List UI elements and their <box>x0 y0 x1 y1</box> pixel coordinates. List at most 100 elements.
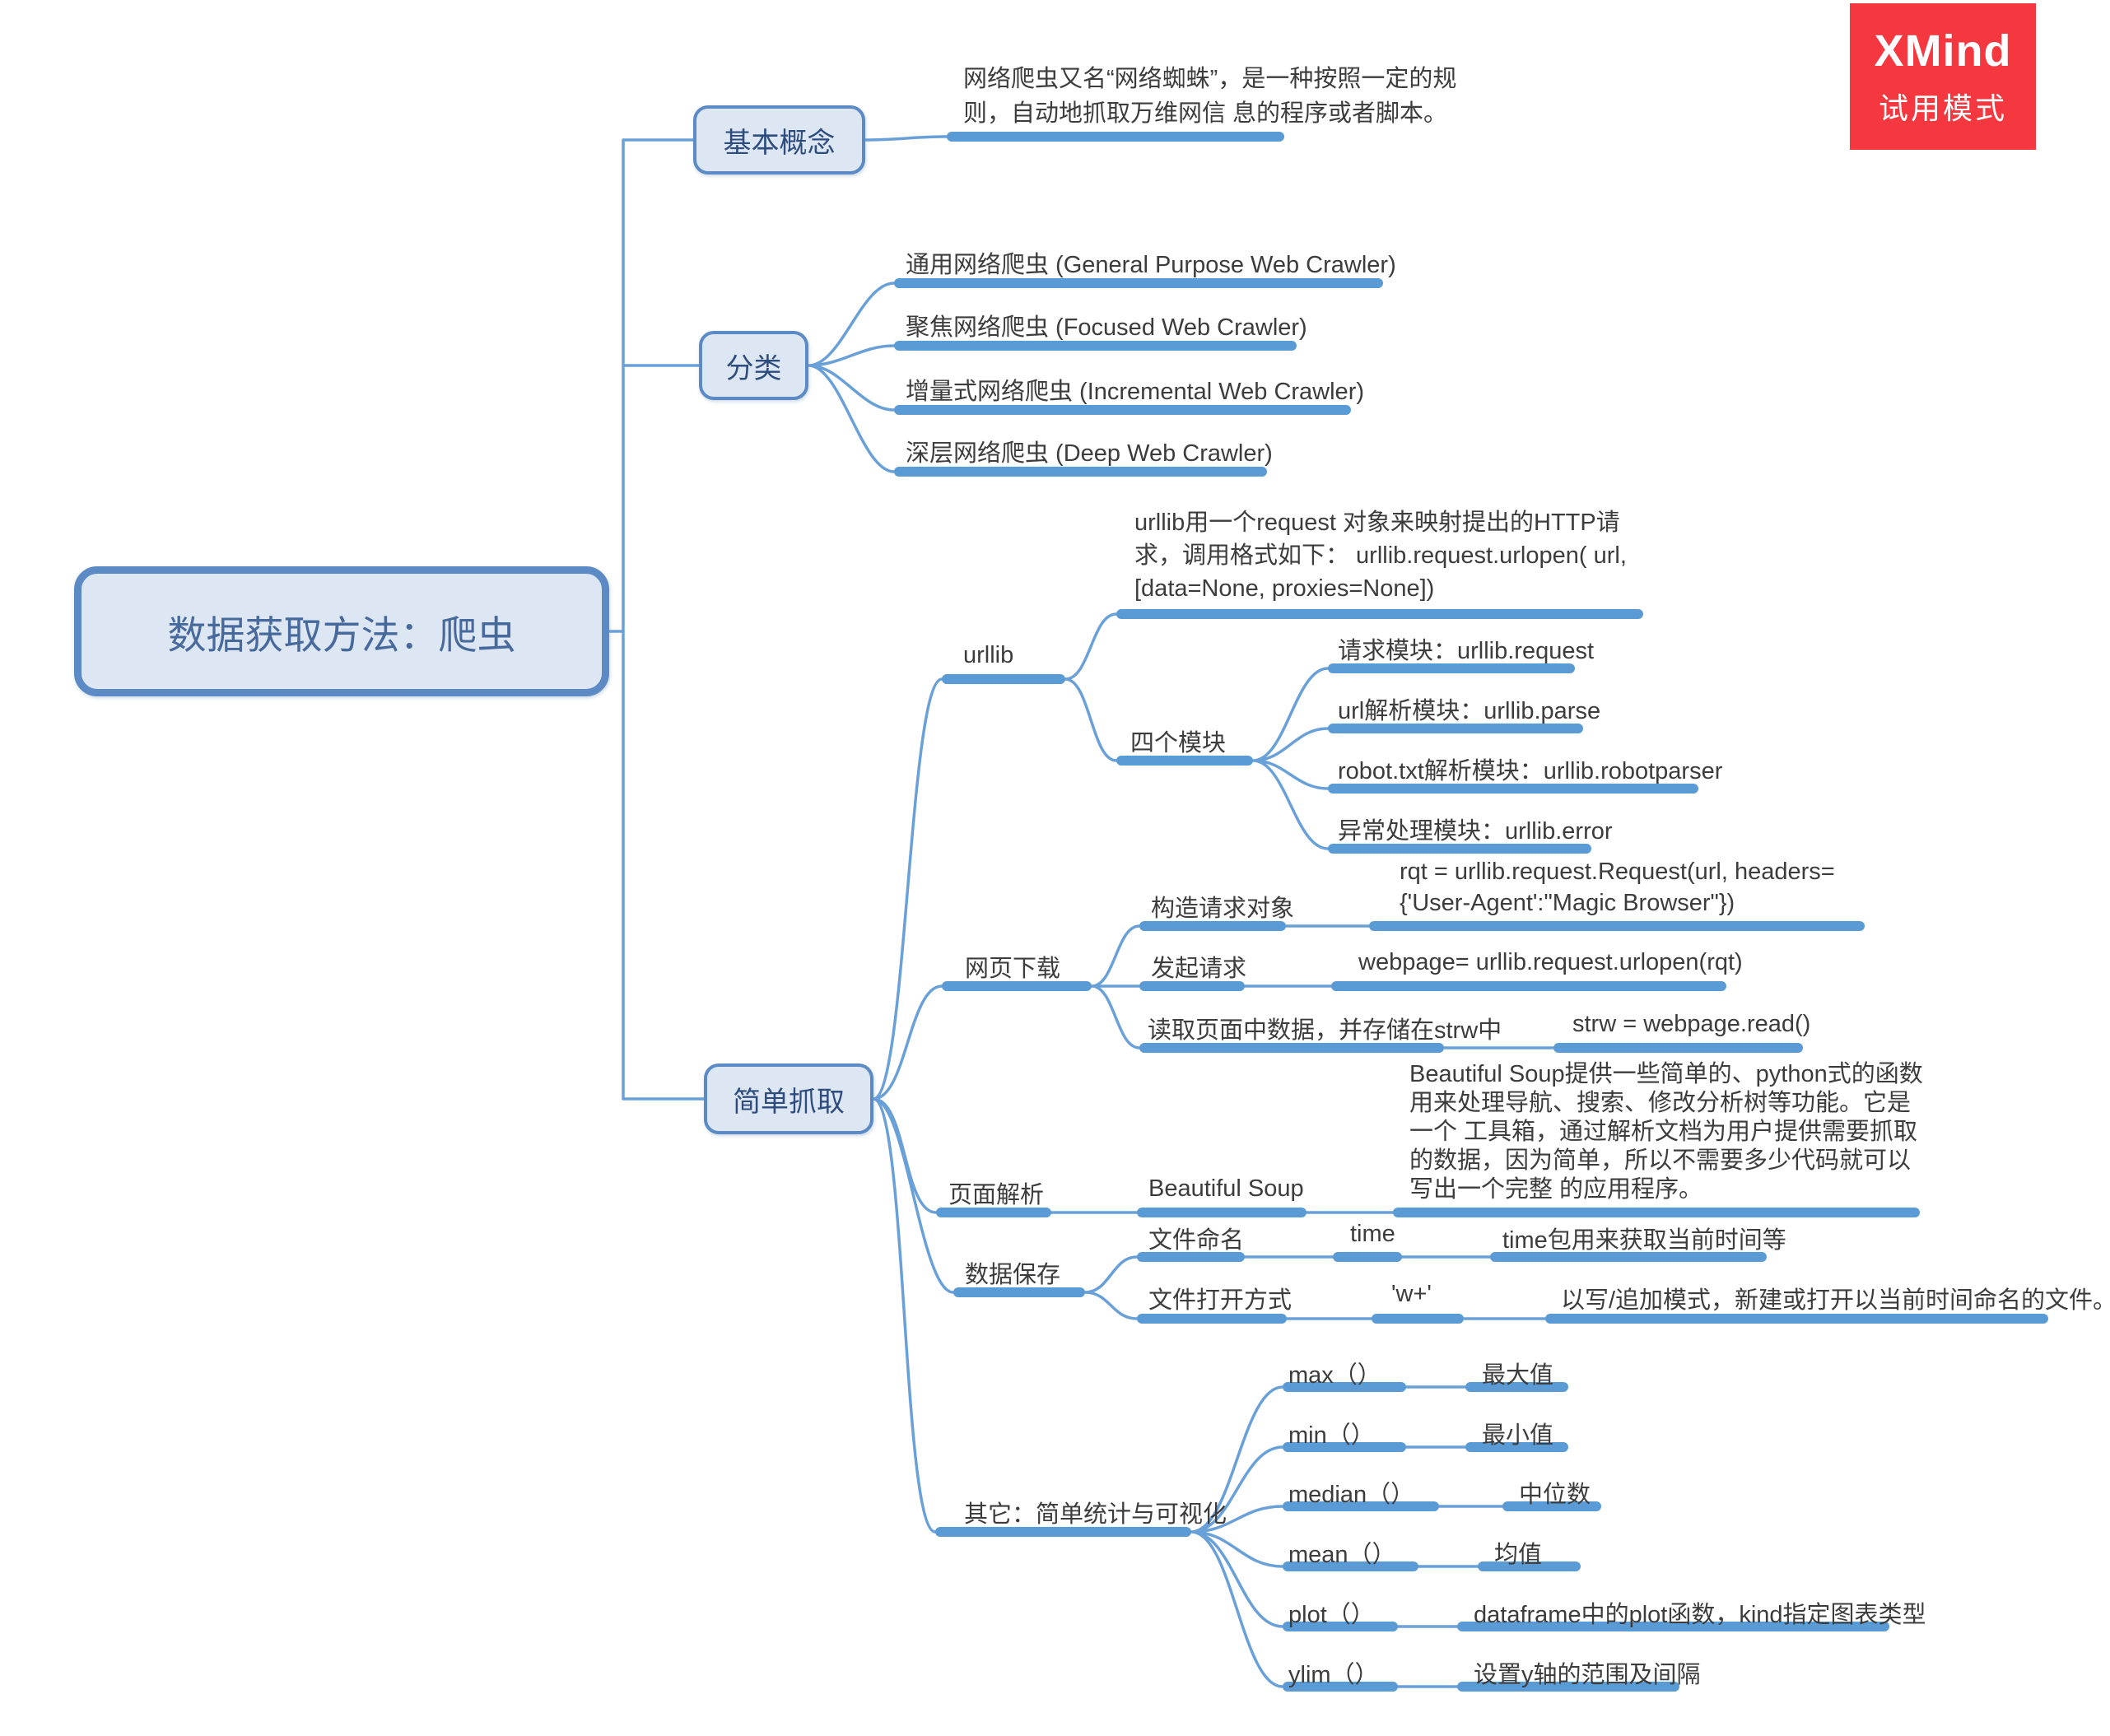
topic-page-parse[interactable]: 页面解析 <box>948 1182 1045 1208</box>
stat-fn-plot[interactable]: plot（） <box>1288 1602 1375 1628</box>
branch-underline-page-parse <box>936 1208 1051 1217</box>
branch-underline-time <box>1333 1252 1402 1262</box>
stat-fn-min[interactable]: min（） <box>1288 1422 1375 1449</box>
branch-underline-max <box>1283 1382 1406 1392</box>
branch-underline-basic-note <box>947 132 1284 142</box>
topic-classification[interactable]: 分类 <box>699 331 808 400</box>
branch-underline-module-1 <box>1328 663 1575 673</box>
stat-fn-median[interactable]: median（） <box>1288 1482 1415 1508</box>
connector-save-fan <box>1083 1255 1139 1320</box>
branch-underline-w-plus-desc <box>1545 1314 2048 1324</box>
classification-item-general[interactable]: 通用网络爬虫 (General Purpose Web Crawler) <box>906 252 1396 278</box>
desc-time[interactable]: time包用来获取当前时间等 <box>1502 1227 1786 1254</box>
topic-urllib[interactable]: urllib <box>963 642 1014 668</box>
topic-stats[interactable]: 其它：简单统计与可视化 <box>964 1501 1227 1528</box>
branch-underline-stats <box>935 1527 1191 1537</box>
code-send-request[interactable]: webpage= urllib.request.urlopen(rqt) <box>1358 949 1743 975</box>
stat-desc-mean[interactable]: 均值 <box>1494 1542 1543 1568</box>
connector-urllib-fan <box>1064 612 1118 762</box>
branch-underline-data-save <box>953 1287 1085 1297</box>
branch-underline-four-modules <box>1116 756 1253 766</box>
connector-basic-note <box>864 135 948 142</box>
branch-underline-w-plus <box>1372 1314 1464 1324</box>
stat-desc-plot[interactable]: dataframe中的plot函数，kind指定图表类型 <box>1474 1602 1926 1628</box>
value-time[interactable]: time <box>1350 1221 1395 1247</box>
note-urllib[interactable]: urllib用一个request 对象来映射提出的HTTP请求，调用格式如下： … <box>1134 510 1627 602</box>
topic-file-naming[interactable]: 文件命名 <box>1148 1227 1245 1254</box>
topic-basic-concept[interactable]: 基本概念 <box>693 105 865 175</box>
code-read-page[interactable]: strw = webpage.read() <box>1572 1011 1811 1037</box>
root-topic[interactable]: 数据获取方法：爬虫 <box>74 566 609 696</box>
module-item-robotparser[interactable]: robot.txt解析模块：urllib.robotparser <box>1338 758 1723 784</box>
branch-underline-module-3 <box>1328 784 1698 794</box>
desc-w-plus[interactable]: 以写/追加模式，新建或打开以当前时间命名的文件。 <box>1561 1287 2110 1314</box>
branch-underline-beautiful-soup <box>1137 1208 1307 1217</box>
branch-underline-read-page-code <box>1553 1043 1803 1053</box>
connector-download-fan <box>1090 924 1141 1050</box>
xmind-trial-watermark: XMind 试用模式 <box>1850 3 2036 150</box>
branch-underline-crawler-4 <box>894 467 1267 477</box>
note-basic-concept[interactable]: 网络爬虫又名“网络蜘蛛”，是一种按照一定的规则，自动地抓取万维网信 息的程序或者… <box>963 66 1457 127</box>
branch-underline-file-naming <box>1137 1252 1245 1262</box>
topic-four-modules[interactable]: 四个模块 <box>1130 730 1227 756</box>
branch-underline-mean <box>1283 1561 1418 1571</box>
branch-underline-send-request <box>1139 981 1245 991</box>
stat-desc-median[interactable]: 中位数 <box>1519 1482 1591 1508</box>
branch-underline-plot <box>1283 1622 1398 1631</box>
connector-stats-fan <box>1190 1385 1284 1688</box>
topic-webpage-download[interactable]: 网页下载 <box>965 956 1061 982</box>
topic-file-open-mode[interactable]: 文件打开方式 <box>1148 1287 1293 1314</box>
branch-underline-send-request-code <box>1331 981 1726 991</box>
branch-underline-urllib <box>942 674 1065 684</box>
topic-read-page[interactable]: 读取页面中数据，并存储在strw中 <box>1148 1017 1502 1044</box>
connector-simple-fan <box>872 677 955 1534</box>
watermark-title: XMind <box>1874 26 2012 76</box>
connector-modules-fan <box>1251 667 1330 850</box>
note-beautiful-soup[interactable]: Beautiful Soup提供一些简单的、python式的函数 用来处理导航、… <box>1409 1061 1923 1203</box>
branch-underline-crawler-1 <box>894 278 1383 288</box>
classification-item-incremental[interactable]: 增量式网络爬虫 (Incremental Web Crawler) <box>906 379 1365 405</box>
topic-data-save[interactable]: 数据保存 <box>965 1262 1061 1288</box>
watermark-subtitle: 试用模式 <box>1878 91 2007 125</box>
topic-simple-scrape[interactable]: 简单抓取 <box>704 1063 873 1134</box>
branch-underline-build-request-code <box>1369 921 1865 931</box>
branch-underline-median-desc <box>1502 1501 1601 1511</box>
branch-underline-min <box>1283 1442 1406 1452</box>
trunk-connector <box>608 138 706 1101</box>
stat-fn-ylim[interactable]: ylim（） <box>1288 1662 1379 1688</box>
branch-underline-time-desc <box>1490 1252 1767 1262</box>
stat-fn-max[interactable]: max（） <box>1288 1362 1381 1389</box>
branch-underline-urllib-note <box>1116 609 1643 619</box>
stat-desc-max[interactable]: 最大值 <box>1482 1362 1554 1389</box>
branch-underline-min-desc <box>1465 1442 1568 1452</box>
branch-underline-read-page <box>1139 1043 1444 1053</box>
branch-underline-ylim <box>1283 1682 1398 1692</box>
branch-underline-ylim-desc <box>1457 1682 1679 1692</box>
stat-desc-min[interactable]: 最小值 <box>1482 1422 1554 1449</box>
module-item-parse[interactable]: url解析模块：urllib.parse <box>1338 698 1601 724</box>
value-w-plus[interactable]: 'w+' <box>1391 1281 1432 1307</box>
branch-underline-mean-desc <box>1478 1561 1581 1571</box>
branch-underline-build-request <box>1139 921 1286 931</box>
branch-underline-file-open <box>1137 1314 1287 1324</box>
topic-build-request[interactable]: 构造请求对象 <box>1151 896 1295 922</box>
module-item-error[interactable]: 异常处理模块：urllib.error <box>1338 818 1613 845</box>
row-connectors <box>1050 924 1555 1688</box>
branch-underline-plot-desc <box>1457 1622 1889 1631</box>
topic-send-request[interactable]: 发起请求 <box>1151 956 1247 982</box>
classification-item-deep[interactable]: 深层网络爬虫 (Deep Web Crawler) <box>906 440 1273 467</box>
code-build-request[interactable]: rqt = urllib.request.Request(url, header… <box>1400 859 1835 916</box>
branch-underline-crawler-2 <box>894 341 1297 351</box>
branch-underline-module-4 <box>1328 844 1591 854</box>
classification-item-focused[interactable]: 聚焦网络爬虫 (Focused Web Crawler) <box>906 314 1307 341</box>
topic-beautiful-soup[interactable]: Beautiful Soup <box>1148 1175 1304 1202</box>
stat-desc-ylim[interactable]: 设置y轴的范围及间隔 <box>1474 1662 1701 1688</box>
branch-underline-bs-note <box>1393 1208 1920 1217</box>
stat-fn-mean[interactable]: mean（） <box>1288 1542 1396 1568</box>
branch-underline-module-2 <box>1328 724 1583 733</box>
branch-underline-crawler-3 <box>894 405 1351 415</box>
module-item-request[interactable]: 请求模块：urllib.request <box>1338 638 1595 664</box>
branch-underline-max-desc <box>1465 1382 1568 1392</box>
